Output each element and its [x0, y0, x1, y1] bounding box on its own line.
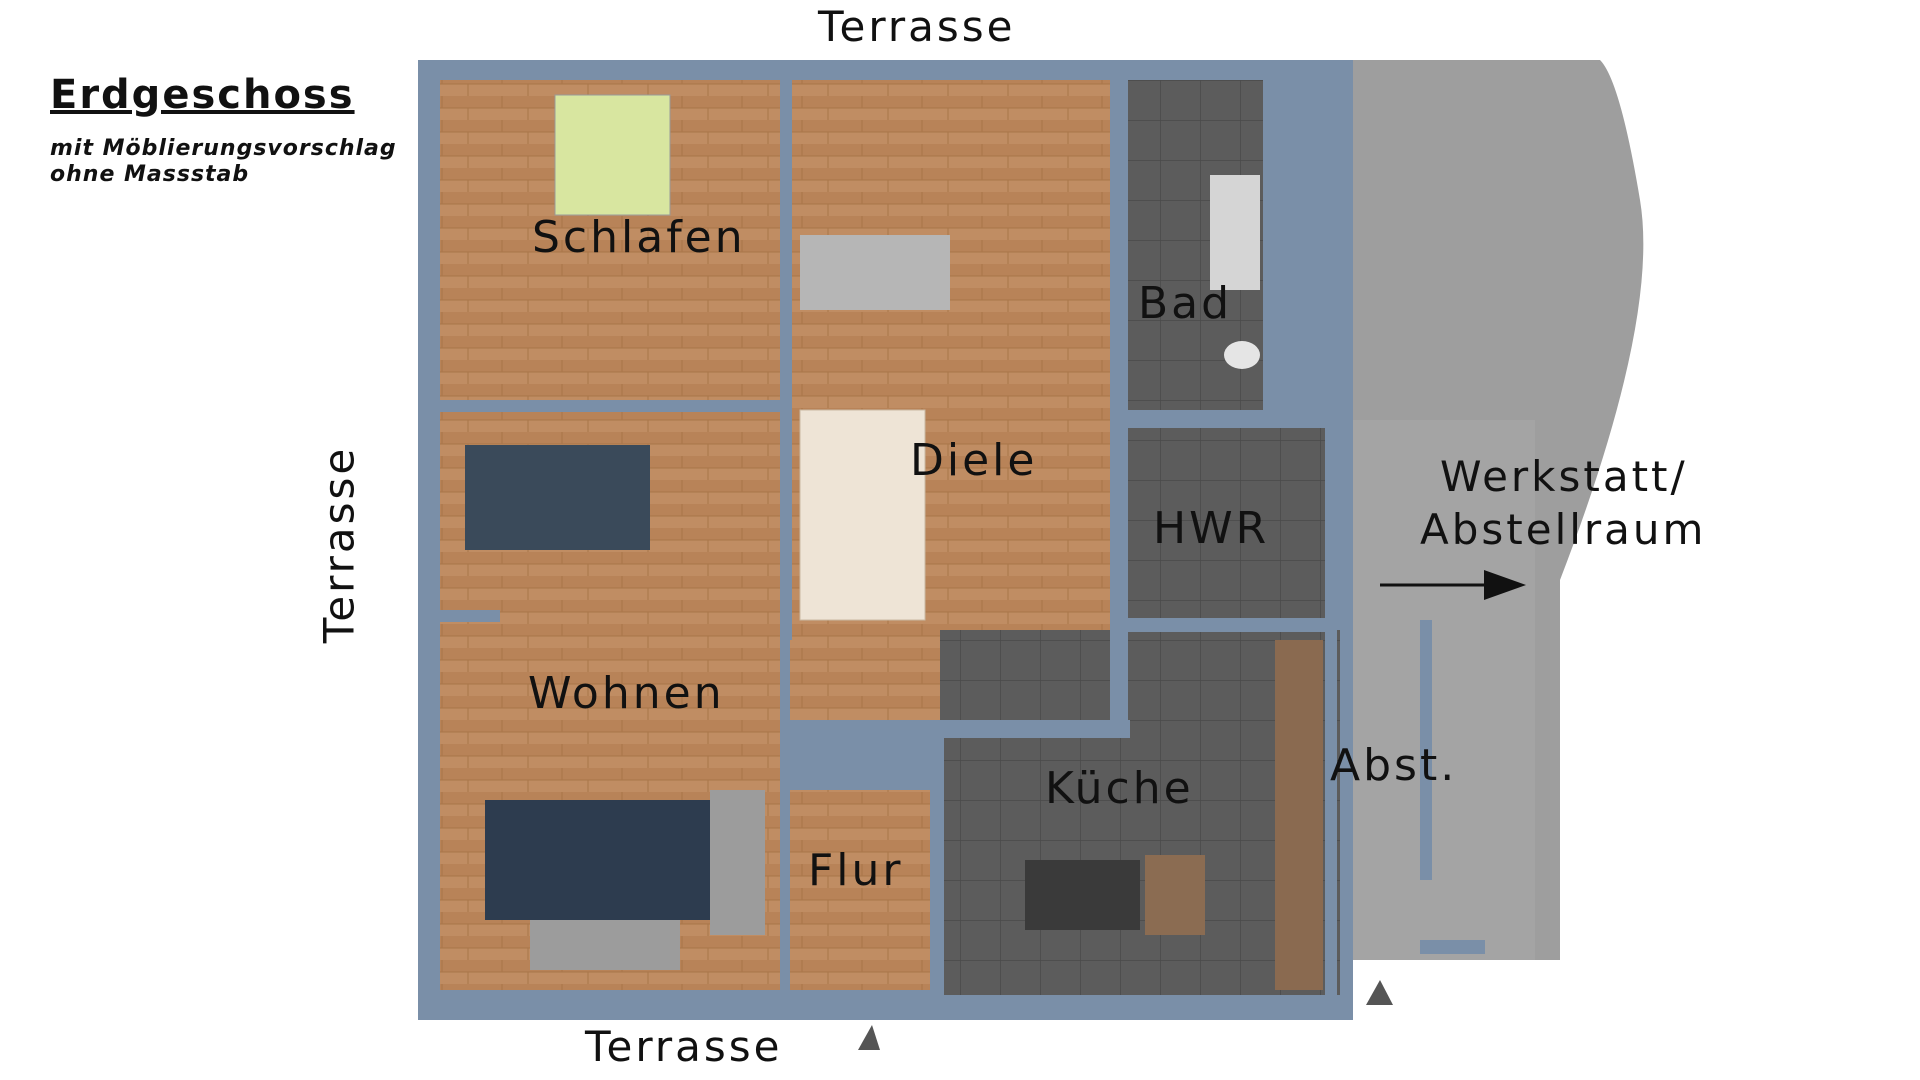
rug: [485, 800, 710, 920]
label-terrasse-bottom: Terrasse: [585, 1022, 783, 1071]
room-label-bad: Bad: [1138, 278, 1233, 329]
plan-title: Erdgeschoss: [50, 72, 355, 118]
label-terrasse-top: Terrasse: [818, 2, 1016, 51]
room-label-hwr: HWR: [1153, 503, 1270, 554]
title-block: Erdgeschoss mit Möblierungsvorschlag ohn…: [50, 72, 397, 188]
label-werkstatt-line2: Abstellraum: [1420, 505, 1707, 554]
rug-2: [465, 445, 650, 550]
subtitle-line-1: mit Möblierungsvorschlag: [50, 136, 397, 161]
hwr-floor: [1128, 428, 1328, 618]
room-label-kueche: Küche: [1045, 763, 1194, 814]
abst-area: [1335, 420, 1535, 960]
sofa-1: [710, 790, 765, 935]
toilet: [1224, 341, 1260, 369]
room-label-flur: Flur: [808, 845, 904, 896]
stairs: [799, 409, 926, 621]
bathtub: [1210, 175, 1260, 290]
room-label-schlafen: Schlafen: [532, 212, 746, 263]
kitchen-counter: [1275, 640, 1323, 990]
sofa-2: [530, 920, 680, 970]
room-label-abst: Abst.: [1330, 740, 1458, 791]
dining-table: [1025, 860, 1140, 930]
subtitle-line-2: ohne Massstab: [50, 162, 250, 187]
entrance-marker-1: [858, 1025, 880, 1050]
label-terrasse-left: Terrasse: [314, 445, 364, 644]
kueche-floor: [940, 630, 1340, 995]
room-label-diele: Diele: [910, 435, 1038, 486]
interior-walls: [440, 80, 1485, 995]
diele-floor: [790, 80, 1110, 730]
room-label-wohnen: Wohnen: [528, 668, 725, 719]
bed: [554, 94, 671, 216]
stairs-upper: [800, 235, 950, 310]
kitchen-island: [1145, 855, 1205, 935]
label-werkstatt-line1: Werkstatt/: [1440, 452, 1688, 501]
entrance-marker-2: [1366, 980, 1393, 1005]
